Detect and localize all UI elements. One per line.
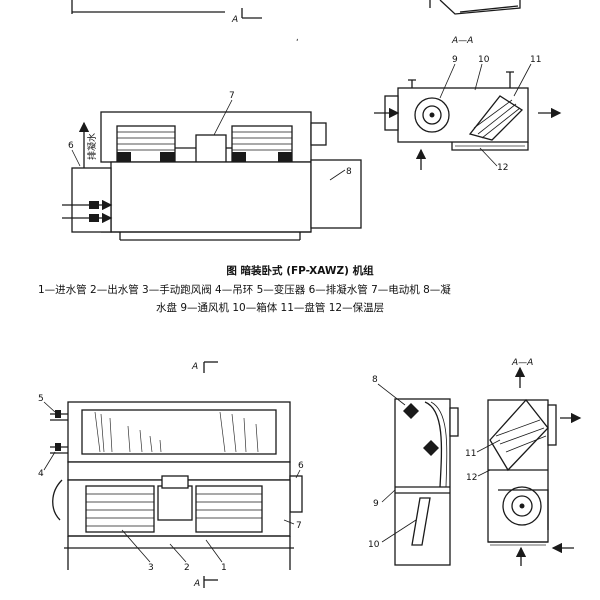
fig1-drain-label: 排凝水 xyxy=(86,133,98,160)
fig2-callout-8: 8 xyxy=(372,375,378,385)
fig2-callout-3: 3 xyxy=(148,563,154,573)
fig1-callout-6: 6 xyxy=(68,141,74,151)
fig2-side-hangers xyxy=(403,403,439,456)
fig1-legend-line1: 1—进水管 2—出水管 3—手动跑风阀 4—吊环 5—变压器 6—排凝水管 7—… xyxy=(38,283,451,296)
fig1-front-view: 排凝水 6 7 8 xyxy=(62,91,362,241)
fig2-callout-10: 10 xyxy=(368,540,380,550)
fig2-callout-7: 7 xyxy=(296,521,302,531)
fig1-sec-fan xyxy=(414,97,450,133)
fig1-legend-line2: 水盘 9—通风机 10—箱体 11—盘管 12—保温层 xyxy=(156,301,384,314)
top-fragment: A ʹ xyxy=(71,0,521,49)
fig2-sec-fan xyxy=(502,486,542,526)
fig1-callout-11: 11 xyxy=(530,55,541,65)
fig2-side-box xyxy=(289,475,303,513)
fig2-front-view: A xyxy=(38,361,304,589)
section-mark-top-a: A xyxy=(231,15,238,25)
fig2-callout-11: 11 xyxy=(465,449,476,459)
fig2-pipe-stubs xyxy=(50,410,68,454)
fig1-motor xyxy=(195,134,227,163)
fig2-coil-face xyxy=(81,409,277,455)
fig2-callout-1: 1 xyxy=(221,563,227,573)
fig1-caption: 图 暗装卧式 (FP-XAWZ) 机组 xyxy=(226,264,374,277)
fig2-callout-4: 4 xyxy=(38,469,44,479)
fig1-callout-10: 10 xyxy=(478,55,490,65)
fig2-sec-casing xyxy=(487,399,549,543)
fig1-callout-9: 9 xyxy=(452,55,458,65)
section-mark-mid-a: A xyxy=(191,362,198,372)
fig1-sec-casing xyxy=(397,87,529,143)
fig1-section-view: A—A 9 10 11 12 xyxy=(374,36,562,173)
fig2-callout-9: 9 xyxy=(373,499,379,509)
fig1-sec-coil xyxy=(468,95,524,141)
fig2-side-pipe xyxy=(411,497,431,546)
fig2-callout-5: 5 xyxy=(38,394,44,404)
fig1-drain-pan xyxy=(110,161,312,233)
fig2-coil-hatch xyxy=(94,411,259,453)
section-mark-bot-a: A xyxy=(193,579,200,589)
fig2-callout-6: 6 xyxy=(298,461,304,471)
fig1-fan-right xyxy=(231,125,293,163)
fig1-sec-drain-pan xyxy=(451,142,529,151)
fig2-motor xyxy=(157,485,193,521)
stray-mark: ʹ xyxy=(296,38,299,49)
fig1-sec-hanger-right xyxy=(506,71,514,88)
fig2-side-view: 8 9 10 xyxy=(368,375,459,566)
fig2-fan-right xyxy=(195,485,263,533)
fig2-callout-2: 2 xyxy=(184,563,190,573)
fig2-section-title: A—A xyxy=(511,358,533,368)
fig1-fan-left xyxy=(116,125,176,163)
fig1-water-pipes xyxy=(62,199,113,224)
fig1-side-box xyxy=(310,122,327,146)
fig1-sec-hanger-left xyxy=(408,79,416,88)
fig2-callout-12: 12 xyxy=(466,473,477,483)
fig1-callout-12: 12 xyxy=(497,163,508,173)
fig1-pan-extension xyxy=(310,159,362,229)
fig2-sec-coil xyxy=(489,398,549,472)
fig1-callout-7: 7 xyxy=(229,91,235,101)
fig2-section-view: A—A 11 12 xyxy=(465,358,582,566)
fig2-fan-left xyxy=(85,485,155,533)
fig1-header-box xyxy=(71,167,112,233)
fig1-callout-8: 8 xyxy=(346,167,352,177)
fig1-section-title: A—A xyxy=(451,36,473,46)
